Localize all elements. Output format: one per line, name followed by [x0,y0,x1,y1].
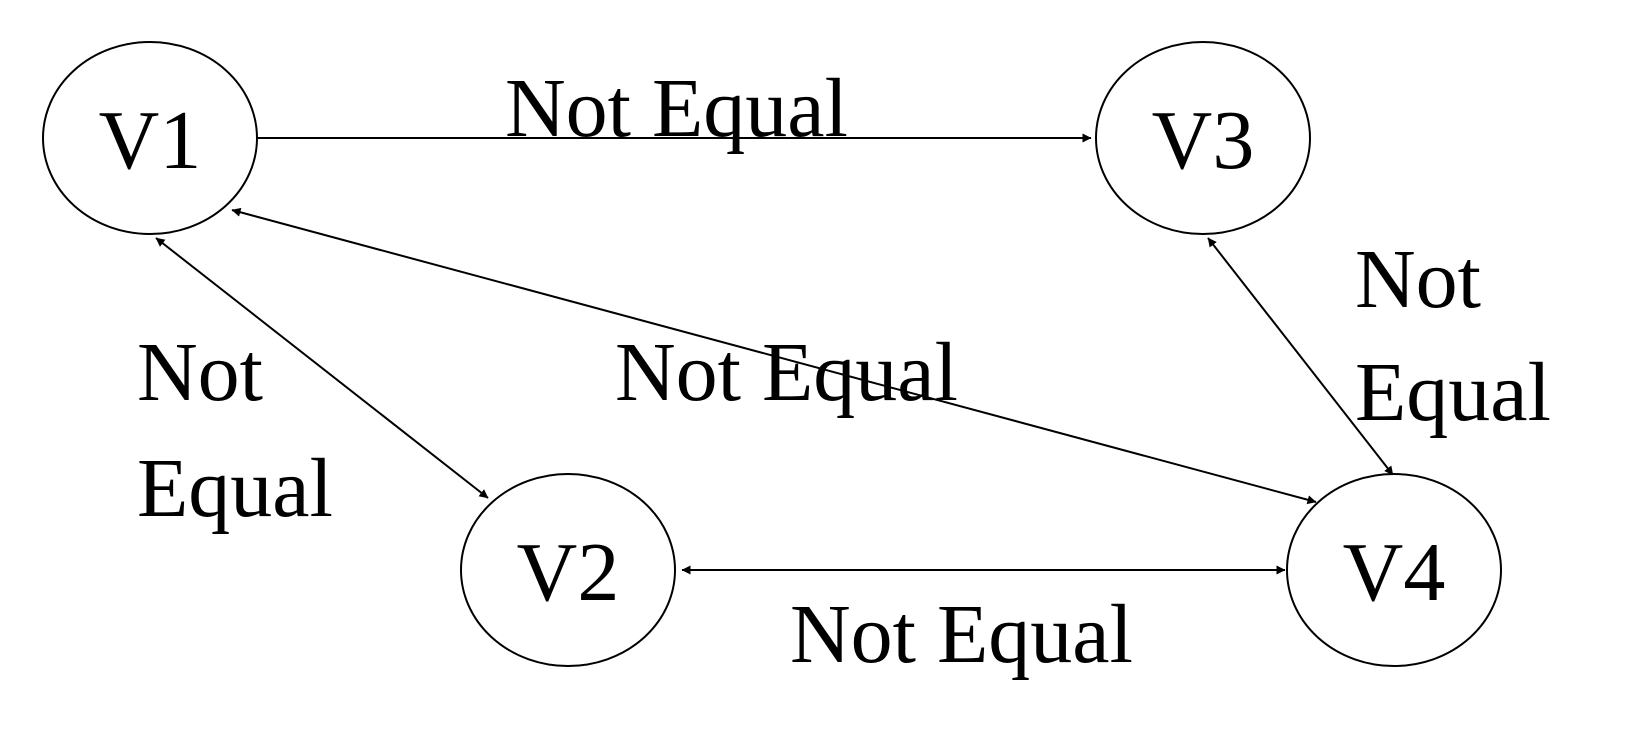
node-v1: V1 [42,41,258,235]
edge-label-v3-v4: Not Equal [1355,233,1551,439]
node-v4-shape [1286,473,1502,667]
node-v4: V4 [1286,473,1502,667]
edge-v3-v4 [1207,237,1394,476]
node-v1-shape [42,41,258,235]
edges [155,133,1394,575]
edge-label-v1-v2: Not Equal [137,326,333,535]
edge-label-v3-v4-line1: Not [1355,233,1481,326]
node-v2: V2 [460,473,676,667]
edge-label-v3-v4-line2: Equal [1355,346,1551,439]
edge-v1-v4 [231,207,1317,505]
node-v1-label: V1 [99,94,202,187]
edge-label-v1-v4: Not Equal [615,326,958,419]
node-v4-label: V4 [1343,526,1446,619]
node-v3-shape [1095,41,1311,235]
node-v3-label: V3 [1152,94,1255,187]
edge-label-v1-v3: Not Equal [505,62,848,155]
edge-label-v1-v2-line2: Equal [137,442,333,535]
nodes: V1 V2 V3 V4 [42,41,1502,667]
node-v2-label: V2 [517,526,620,619]
node-v3: V3 [1095,41,1311,235]
edge-label-v2-v4: Not Equal [790,588,1133,681]
node-v2-shape [460,473,676,667]
edge-label-v1-v2-line1: Not [137,326,263,419]
edge-labels: Not Equal Not Equal Not Equal Not Equal … [137,62,1551,681]
